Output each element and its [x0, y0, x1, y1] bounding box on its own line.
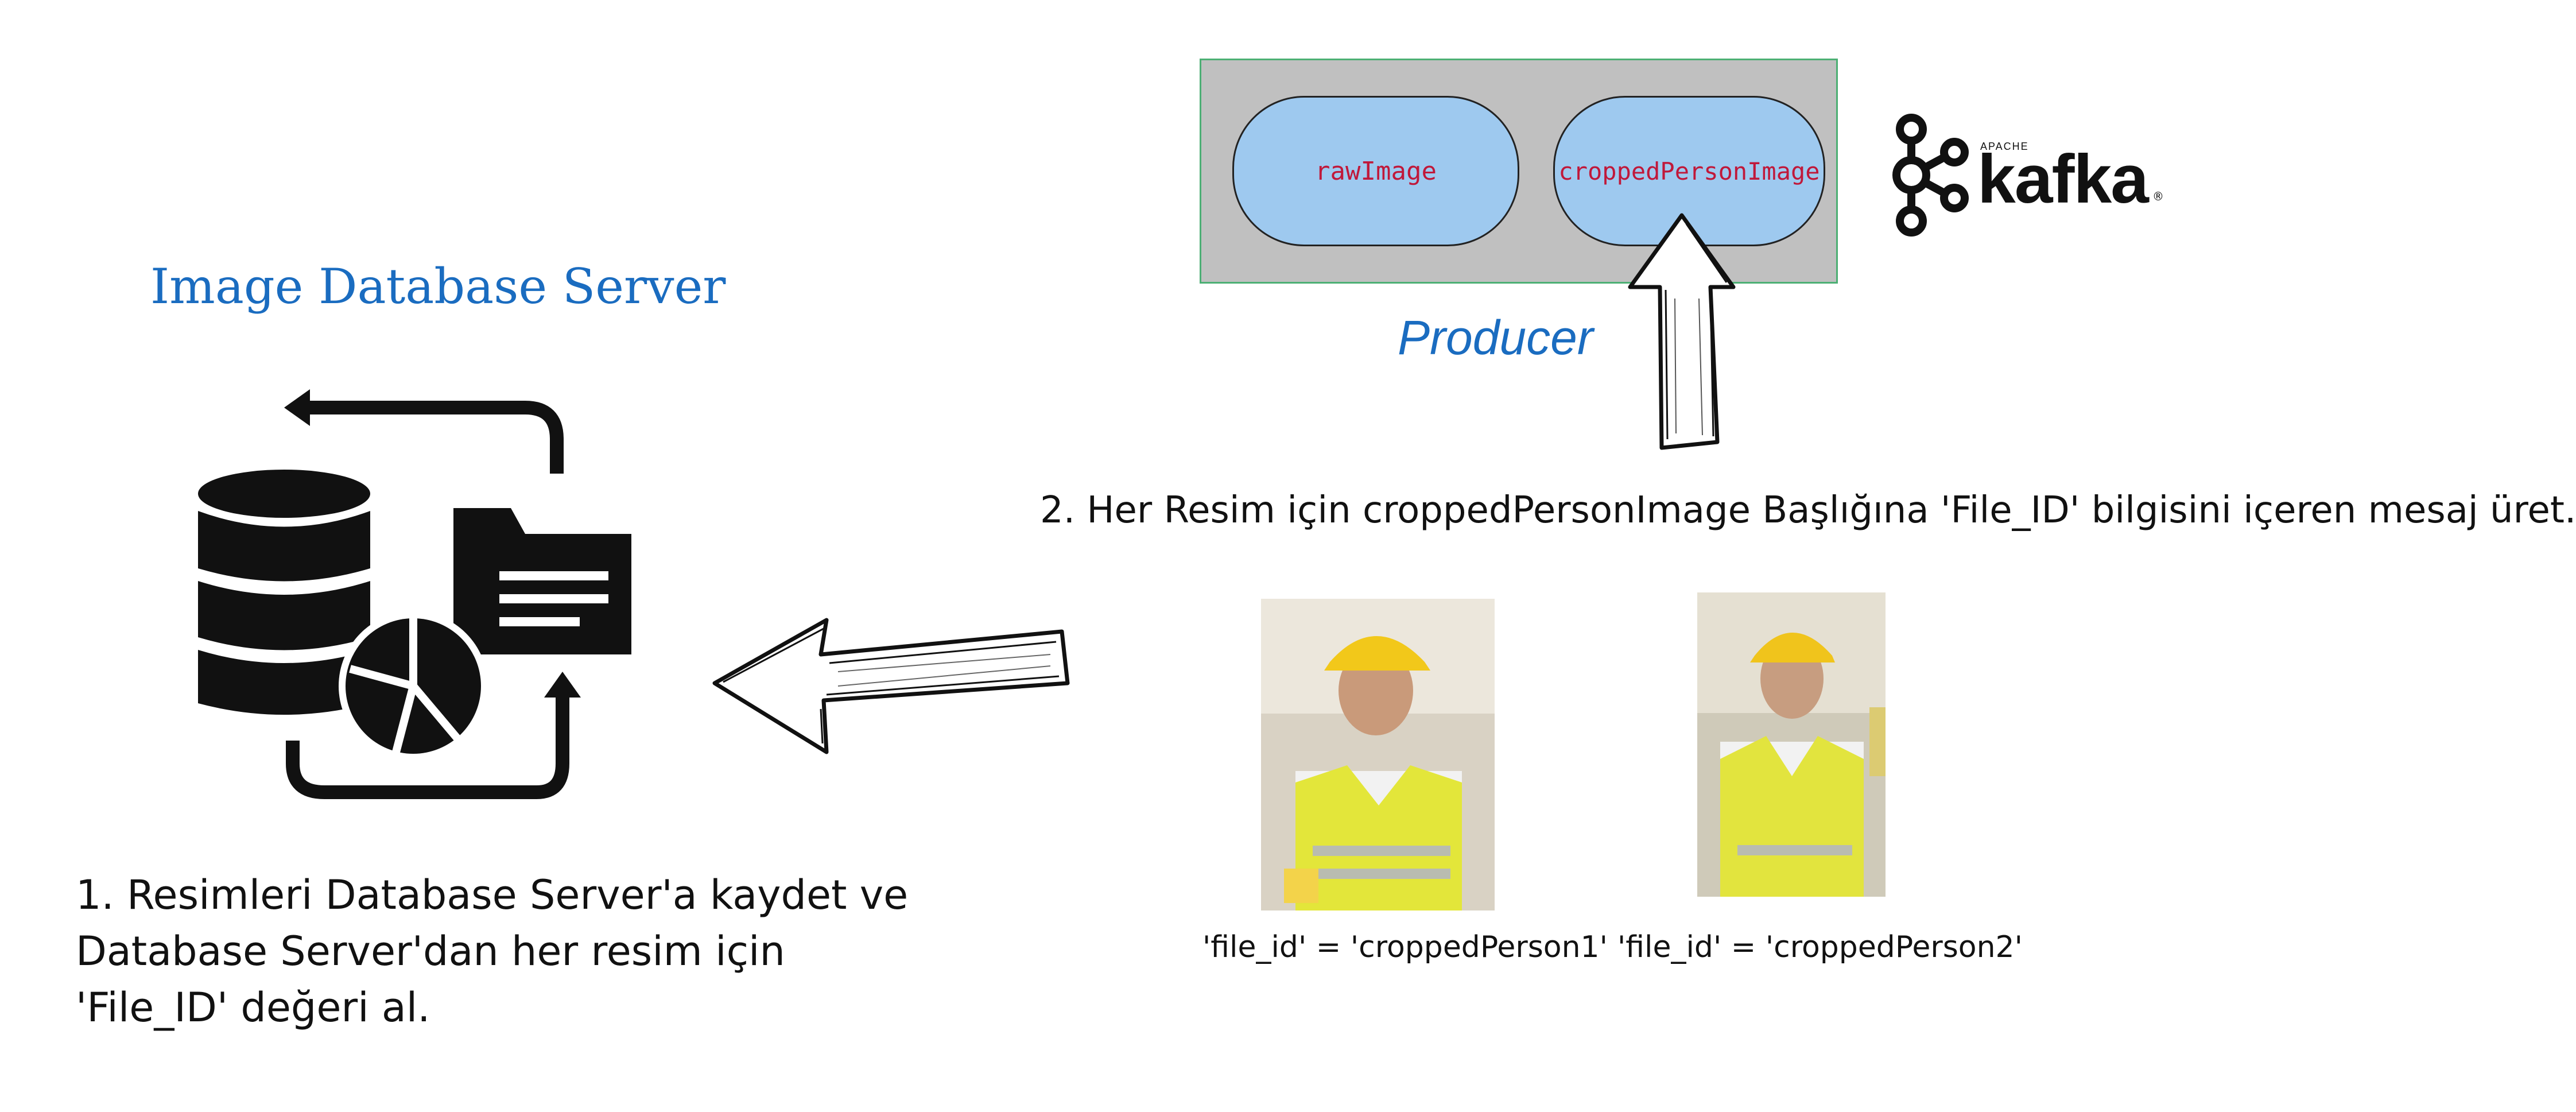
topic-cropped-person-image: croppedPersonImage — [1553, 96, 1825, 246]
caption-cropped-person-1: 'file_id' = 'croppedPerson1' — [1202, 930, 1608, 964]
step-2-text: 2. Her Resim için croppedPersonImage Baş… — [1040, 489, 2576, 532]
database-server-title: Image Database Server — [150, 258, 726, 315]
topic-raw-image: rawImage — [1232, 96, 1519, 246]
step-1-line-3: 'File_ID' değeri al. — [76, 984, 430, 1031]
cropped-person-2-image — [1697, 592, 1886, 897]
left-arrow-icon — [712, 618, 1070, 754]
up-arrow-icon — [1628, 213, 1736, 450]
kafka-logo-word: kafka — [1977, 141, 2149, 218]
producer-label: Producer — [1398, 311, 1593, 365]
kafka-nodes-icon — [1892, 114, 1969, 237]
kafka-logo-registered: ® — [2152, 189, 2164, 203]
kafka-cluster-box: rawImage croppedPersonImage — [1200, 59, 1838, 284]
step-1-line-1: 1. Resimleri Database Server'a kaydet ve — [76, 871, 909, 919]
step-1-line-2: Database Server'dan her resim için — [76, 928, 785, 975]
kafka-logo: APACHE kafka ® — [1888, 112, 2170, 238]
database-server-icon — [198, 389, 631, 799]
cropped-person-1-image — [1261, 599, 1495, 910]
kafka-logo-apache: APACHE — [1980, 141, 2029, 152]
caption-cropped-person-2: 'file_id' = 'croppedPerson2' — [1617, 930, 2023, 964]
step-1-text: 1. Resimleri Database Server'a kaydet ve… — [76, 867, 908, 1036]
